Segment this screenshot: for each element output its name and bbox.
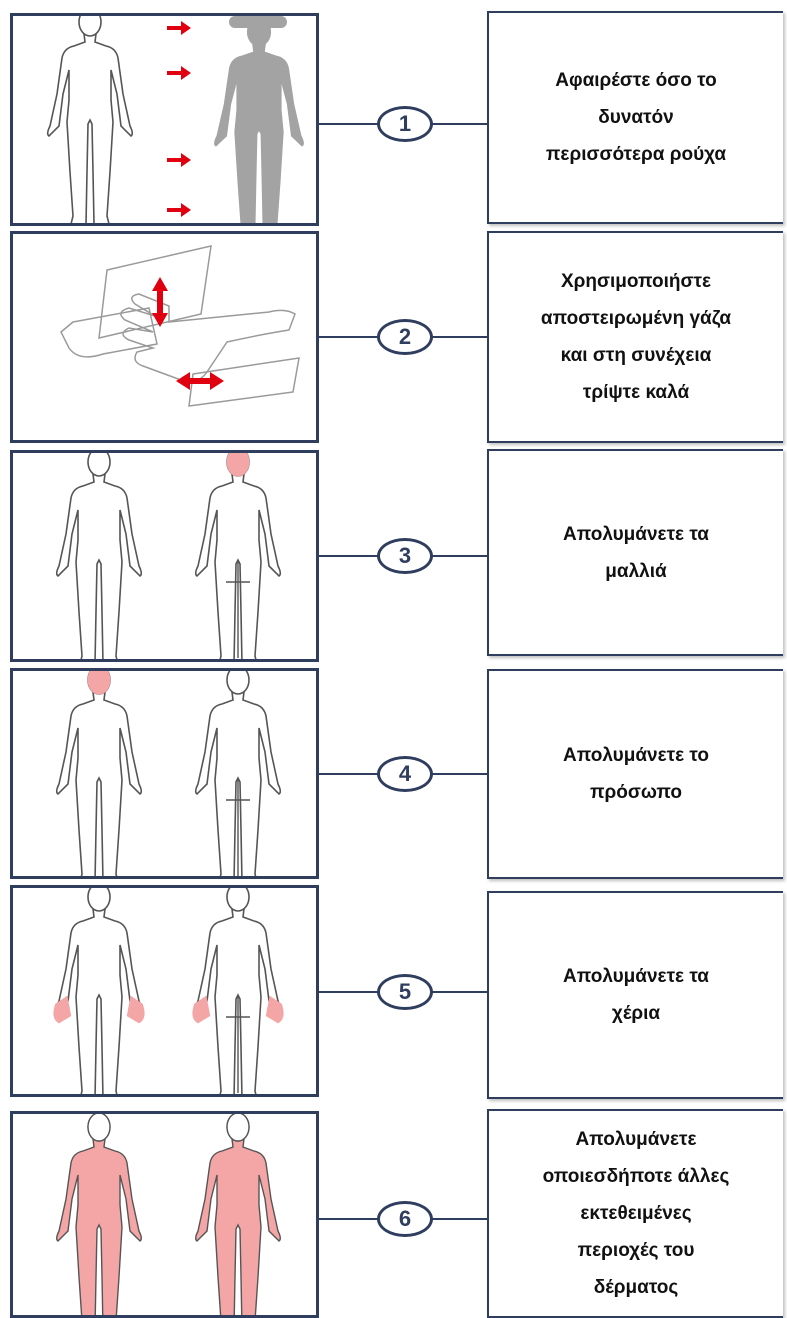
step-1-illustration (10, 13, 319, 226)
full-body-highlight-icon (13, 1114, 316, 1315)
step-2-text-box: Χρησιμοποιήστε αποστειρωμένη γάζα και στ… (487, 231, 783, 443)
step-4-illustration (10, 668, 319, 879)
step-number-label: 1 (399, 111, 411, 137)
step-number-1: 1 (377, 106, 433, 142)
step-number-label: 6 (399, 1206, 411, 1232)
step-2-illustration (10, 231, 319, 443)
step-3-text-box: Απολυμάνετε τα μαλλιά (487, 449, 783, 656)
step-number-4: 4 (377, 756, 433, 792)
step-5-illustration (10, 885, 319, 1097)
hands-highlight-icon (13, 888, 316, 1094)
undress-figure-icon (13, 16, 316, 223)
step-6-text: Απολυμάνετε οποιεσδήποτε άλλες εκτεθειμέ… (543, 1121, 730, 1306)
step-2-text: Χρησιμοποιήστε αποστειρωμένη γάζα και στ… (541, 263, 731, 411)
step-3-illustration (10, 450, 319, 662)
step-number-label: 2 (399, 324, 411, 350)
step-number-label: 4 (399, 761, 411, 787)
step-6-illustration (10, 1111, 319, 1318)
step-4-text-box: Απολυμάνετε το πρόσωπο (487, 669, 783, 879)
step-number-label: 5 (399, 979, 411, 1005)
step-number-label: 3 (399, 543, 411, 569)
step-5-text-box: Απολυμάνετε τα χέρια (487, 891, 783, 1099)
step-5-text: Απολυμάνετε τα χέρια (563, 958, 709, 1032)
step-number-3: 3 (377, 538, 433, 574)
red-arrow-icons (167, 21, 191, 217)
step-6-text-box: Απολυμάνετε οποιεσδήποτε άλλες εκτεθειμέ… (487, 1109, 783, 1318)
step-3-text: Απολυμάνετε τα μαλλιά (563, 516, 709, 590)
face-highlight-icon (13, 671, 316, 876)
step-1-text: Αφαιρέστε όσο το δυνατόν περισσότερα ρού… (546, 62, 726, 173)
hands-gauze-icon (13, 234, 316, 440)
step-number-5: 5 (377, 974, 433, 1010)
step-number-6: 6 (377, 1201, 433, 1237)
step-1-text-box: Αφαιρέστε όσο το δυνατόν περισσότερα ρού… (487, 11, 783, 224)
step-number-2: 2 (377, 319, 433, 355)
step-4-text: Απολυμάνετε το πρόσωπο (563, 737, 709, 811)
hair-highlight-icon (13, 453, 316, 659)
